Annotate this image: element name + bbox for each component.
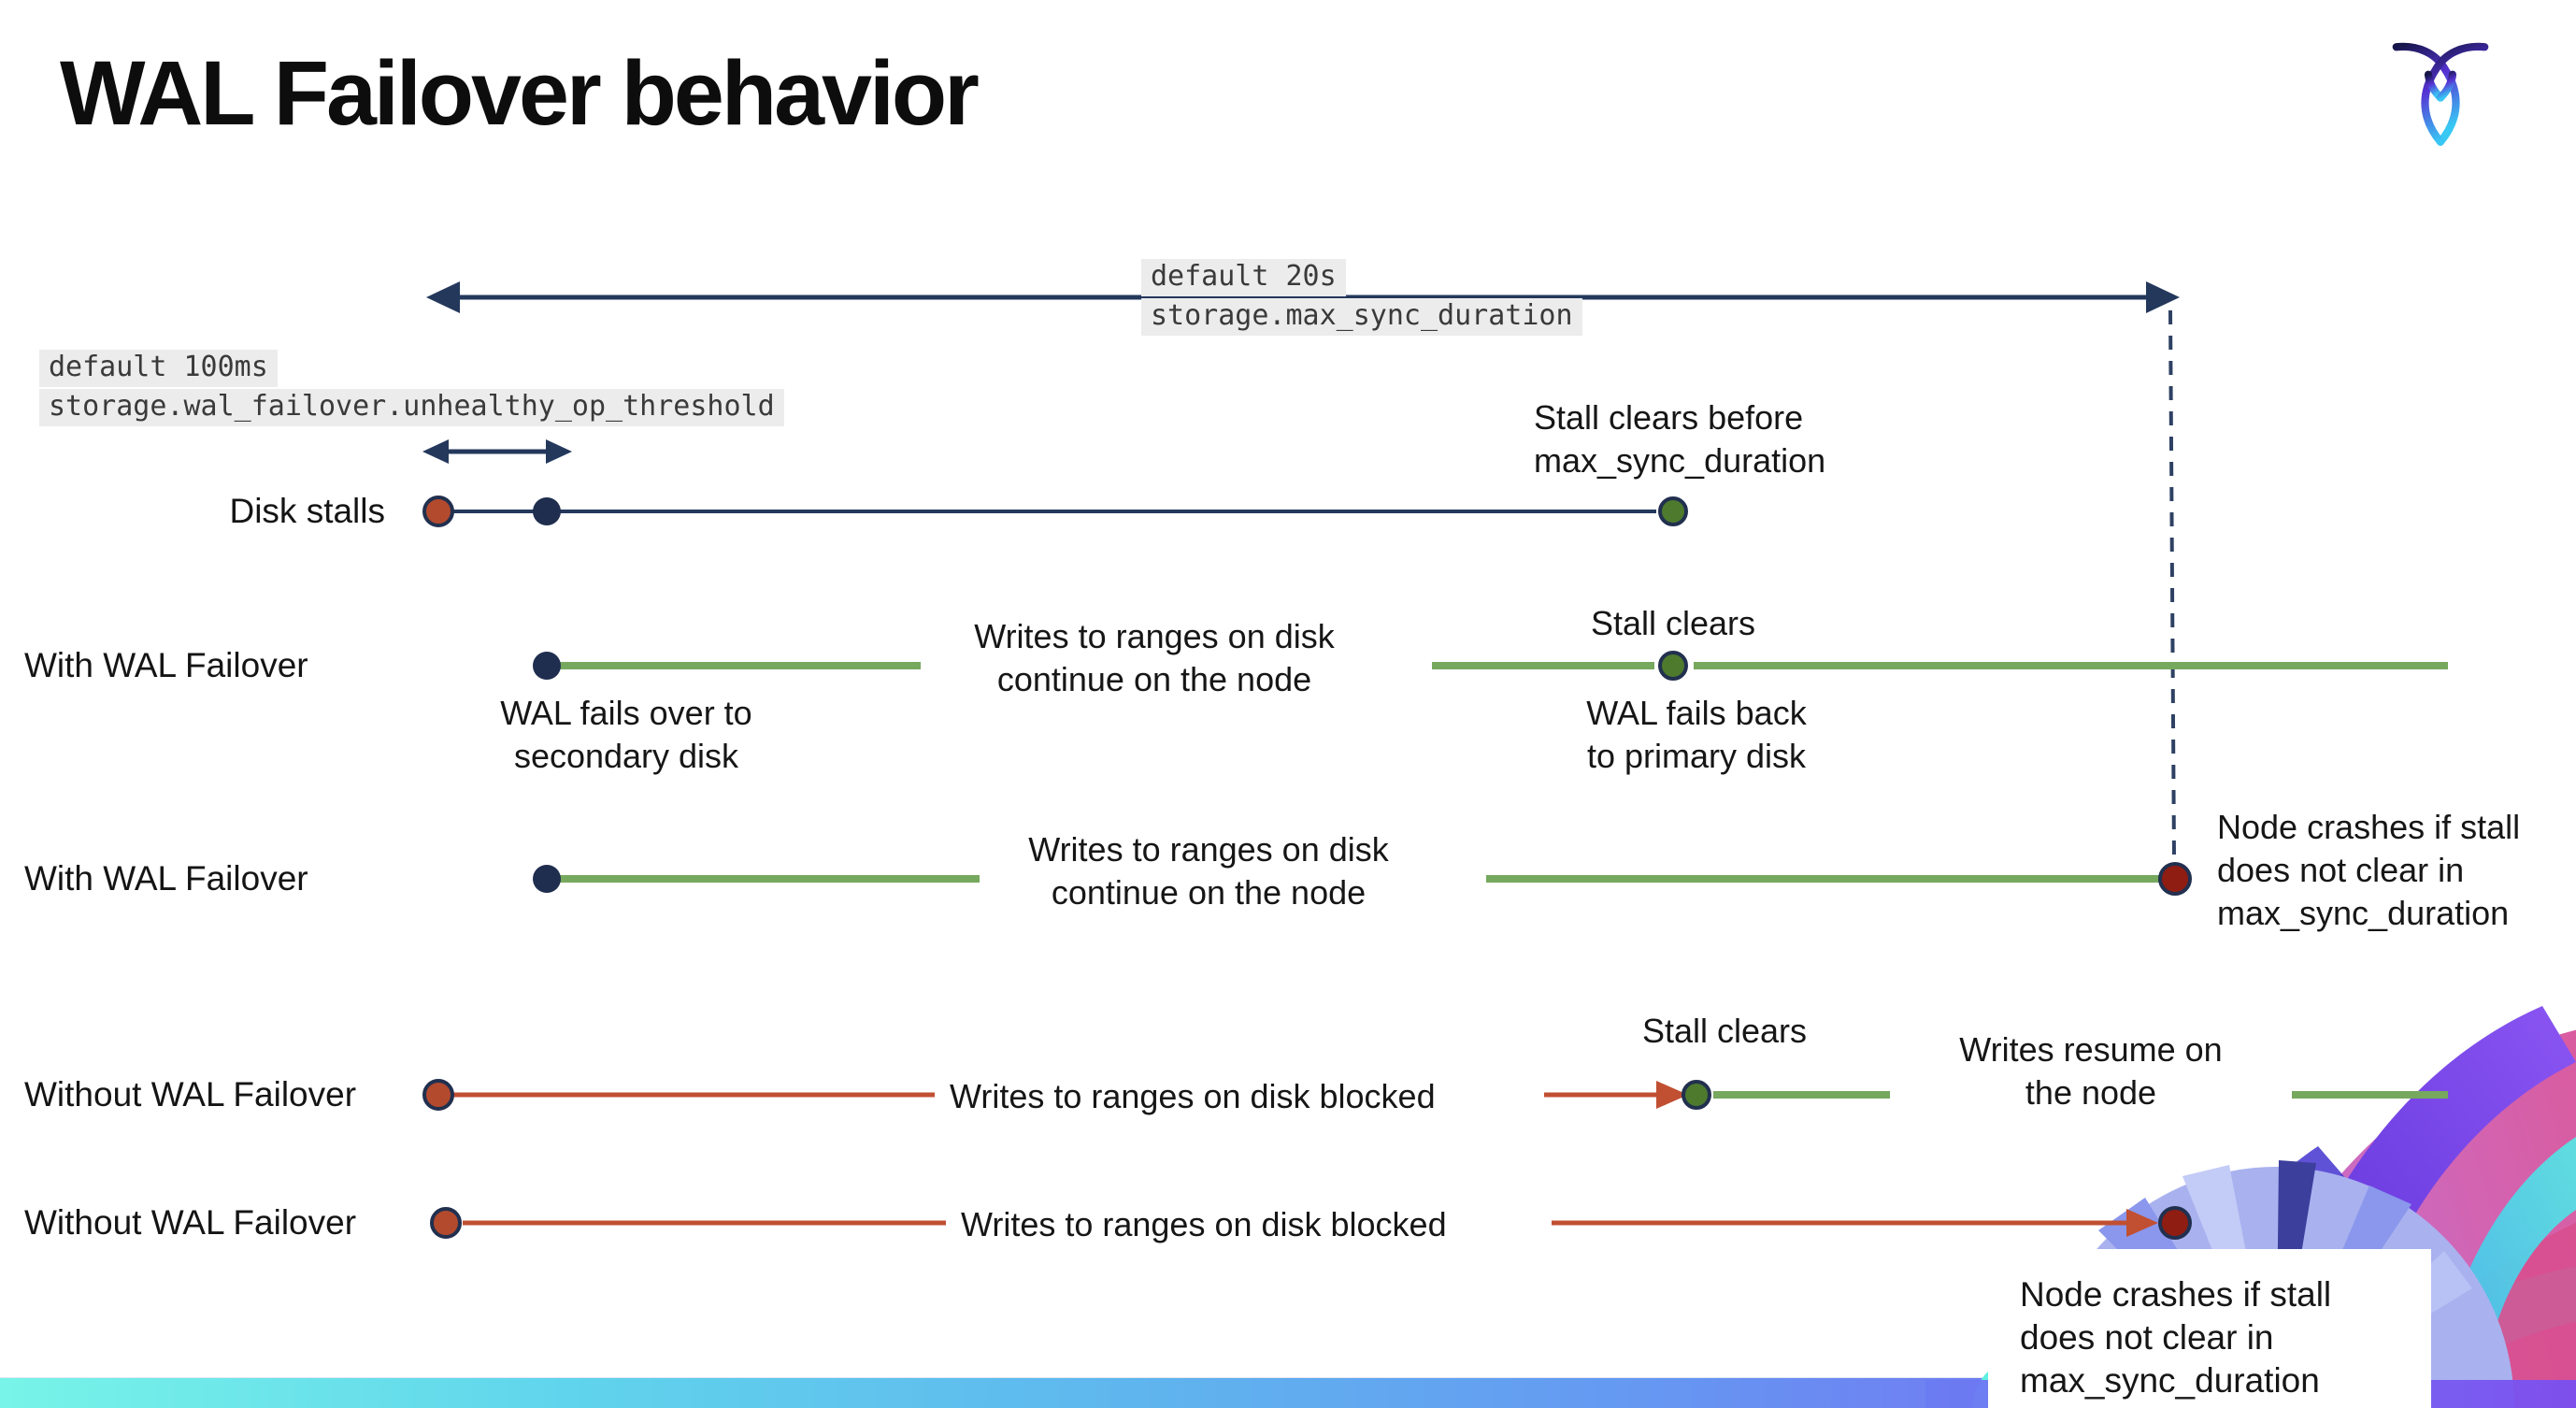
threshold-dot xyxy=(533,497,561,525)
node-crash-dot xyxy=(2158,862,2192,896)
failover-dot xyxy=(533,865,561,893)
row-label-without-wal-failover-2: Without WAL Failover xyxy=(24,1203,357,1242)
timeline-row-with-wal-failover-1 xyxy=(533,651,2448,681)
max-sync-setting-name: storage.max_sync_duration xyxy=(1141,298,1582,336)
annotation-stall-clears-1: Stall clears xyxy=(1590,604,1756,642)
annotation-wal-fails-back: WAL fails back to primary disk xyxy=(1586,694,1807,775)
annotation-writes-continue-2: Writes to ranges on disk continue on the… xyxy=(1028,830,1389,912)
annotation-node-crashes-2: Node crashes if stall does not clear in … xyxy=(2020,1275,2332,1400)
max-sync-deadline-dashed-line xyxy=(2168,309,2176,859)
annotation-writes-resume: Writes resume on the node xyxy=(1959,1030,2223,1112)
unhealthy-op-threshold-setting-label: default 100ms storage.wal_failover.unhea… xyxy=(39,350,784,428)
max-sync-duration-setting-label: default 20s storage.max_sync_duration xyxy=(1141,259,1582,338)
annotation-stall-clears-2: Stall clears xyxy=(1641,1012,1808,1050)
timeline-row-without-wal-failover-1 xyxy=(422,1079,2448,1111)
stall-start-dot xyxy=(430,1207,462,1239)
threshold-setting-name: storage.wal_failover.unhealthy_op_thresh… xyxy=(39,389,784,426)
row-label-disk-stalls: Disk stalls xyxy=(229,492,385,530)
stall-start-dot xyxy=(422,496,454,527)
row-label-with-wal-failover-2: With WAL Failover xyxy=(24,859,308,898)
annotation-writes-blocked-1: Writes to ranges on disk blocked xyxy=(950,1077,1436,1115)
stall-clears-dot xyxy=(1682,1080,1711,1110)
timeline-row-disk-stalls xyxy=(422,496,1688,527)
stall-clears-dot xyxy=(1658,496,1688,526)
red-arrowhead xyxy=(1656,1081,1688,1109)
threshold-default-value: default 100ms xyxy=(39,350,278,387)
page-title: WAL Failover behavior xyxy=(60,42,980,144)
annotation-writes-blocked-2: Writes to ranges on disk blocked xyxy=(961,1205,1447,1243)
stall-clears-dot xyxy=(1658,651,1688,681)
row-label-without-wal-failover-1: Without WAL Failover xyxy=(24,1075,357,1113)
max-sync-default-value: default 20s xyxy=(1141,259,1346,296)
row-label-with-wal-failover-1: With WAL Failover xyxy=(24,646,308,684)
annotation-stall-clears-before: Stall clears before max_sync_duration xyxy=(1534,398,1826,480)
timeline-row-without-wal-failover-2 xyxy=(430,1206,2192,1240)
stall-start-dot xyxy=(422,1079,454,1111)
max-sync-duration-arrow xyxy=(426,281,2180,313)
red-arrowhead xyxy=(2126,1209,2158,1237)
node-crash-note-box: Node crashes if stall does not clear in … xyxy=(1988,1249,2431,1408)
unhealthy-op-threshold-arrow xyxy=(422,439,572,464)
timeline-row-with-wal-failover-2 xyxy=(533,862,2192,896)
cockroachdb-logo-icon xyxy=(2392,42,2489,146)
node-crash-dot xyxy=(2158,1206,2192,1240)
annotation-wal-fails-over: WAL fails over to secondary disk xyxy=(500,694,752,775)
failover-dot xyxy=(533,652,561,680)
annotation-node-crashes-1: Node crashes if stall does not clear in … xyxy=(2217,808,2521,932)
annotation-writes-continue-1: Writes to ranges on disk continue on the… xyxy=(974,617,1335,698)
